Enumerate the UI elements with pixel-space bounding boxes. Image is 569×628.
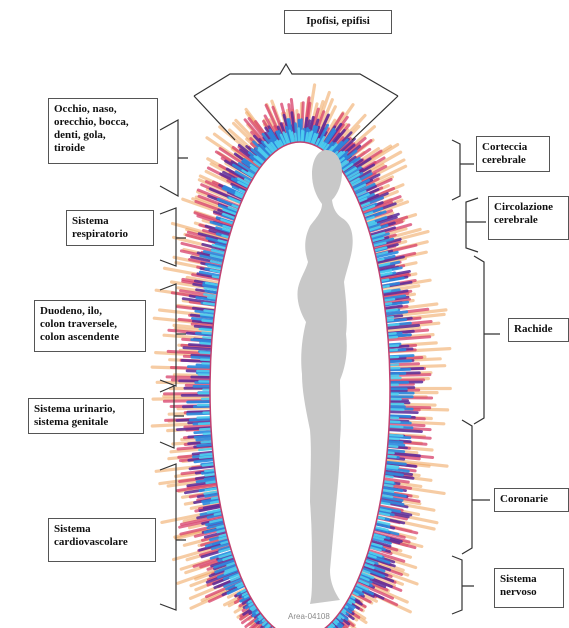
aura-streak [389,426,402,427]
aura-streak [205,311,215,312]
aura-streak [190,419,210,420]
aura-streak [203,337,212,338]
aura-streak [204,303,216,305]
aura-streak [390,380,424,381]
aura-streak [215,513,222,515]
right-bracket-1 [452,140,474,200]
aura-streak [195,436,211,437]
aura-streak [203,321,214,322]
aura-streak [381,280,388,281]
aura-streak [201,343,212,344]
aura-streak [385,310,397,311]
right-bracket-2 [466,198,486,252]
aura-streak [205,478,216,480]
aura-streak [197,365,210,366]
aura-streak [383,290,391,291]
aura-streak [390,416,411,417]
aura-streak [390,369,410,370]
aura-streak [192,340,212,342]
aura-streak [295,134,296,142]
aura-streak [389,435,403,436]
aura-streak [389,422,399,423]
right-bracket-5 [452,556,474,614]
aura-streak [200,456,213,457]
label-duodeno: Duodeno, ilo,colon traversele,colon asce… [34,300,146,352]
label-circolazione-cerebrale: Circolazionecerebrale [488,196,569,240]
aura-streak [192,357,211,358]
aura-streak [387,324,399,325]
aura-streak [380,503,389,505]
left-bracket-1 [160,120,188,196]
aura-streak [386,317,393,318]
right-bracket-4 [462,420,490,554]
aura-streak [188,367,210,368]
aura-streak [387,453,394,454]
aura-streak [195,460,214,462]
aura-streak [200,353,211,354]
aura-streak [389,346,399,347]
aura-streak [377,517,384,518]
label-occhio-naso: Occhio, naso,orecchio, bocca,denti, gola… [48,98,158,164]
aura-streak [388,441,402,442]
aura-streak [389,361,410,362]
aura-streak [389,430,422,432]
top-bracket [194,64,398,96]
aura-streak [211,501,220,503]
aura-streak [382,490,393,492]
aura-streak [201,314,214,316]
label-sistema-urinario: Sistema urinario,sistema genitale [28,398,144,434]
aura-streak [388,438,399,439]
aura-streak [200,329,213,330]
aura-streak [199,423,211,424]
aura-streak [388,337,397,338]
aura-streak [203,333,213,334]
aura-streak [212,497,219,498]
aura-streak [203,464,214,465]
aura-inner-ellipse [210,142,390,628]
label-ipofisi-epifisi: Ipofisi, epifisi [284,10,392,34]
aura-streak [184,348,211,350]
aura-streak [208,297,216,298]
aura-streak [197,439,212,440]
aura-streak [387,450,404,451]
label-coronarie: Coronarie [494,488,569,512]
aura-streak [386,467,398,468]
aura-streak [204,433,212,434]
aura-streak [206,291,217,293]
aura-streak [389,350,397,351]
aura-streak [207,482,217,483]
label-rachide: Rachide [508,318,569,342]
aura-streak [388,333,396,334]
aura-streak [377,259,384,261]
aura-streak [303,131,304,142]
aura-streak [384,481,394,482]
aura-streak [390,412,418,413]
aura-streak [386,320,393,321]
label-sistema-nervoso: Sistemanervoso [494,568,564,608]
aura-streak [200,429,211,430]
aura-streak [384,303,391,304]
aura-streak [198,417,211,418]
aura-streak [383,485,392,486]
aura-streak [382,286,389,287]
label-corteccia-cerebrale: Cortecciacerebrale [476,136,550,172]
watermark-text: Area-04108 [288,612,330,621]
aura-streak [202,442,212,443]
aura-streak [201,454,213,455]
aura-streak [199,449,212,450]
aura-streak [202,472,215,474]
aura-streak [213,276,220,277]
aura-streak [384,476,392,477]
aura-streak [388,446,398,447]
right-bracket-3 [474,256,500,424]
label-sistema-respiratorio: Sistemarespiratorio [66,210,154,246]
aura-streak [205,470,215,471]
aura-streak [198,445,213,446]
aura-streak [387,456,396,457]
aura-streak [205,474,215,475]
aura-streak [384,299,394,300]
label-sistema-cardiovascolare: Sistemacardiovascolare [48,518,156,562]
